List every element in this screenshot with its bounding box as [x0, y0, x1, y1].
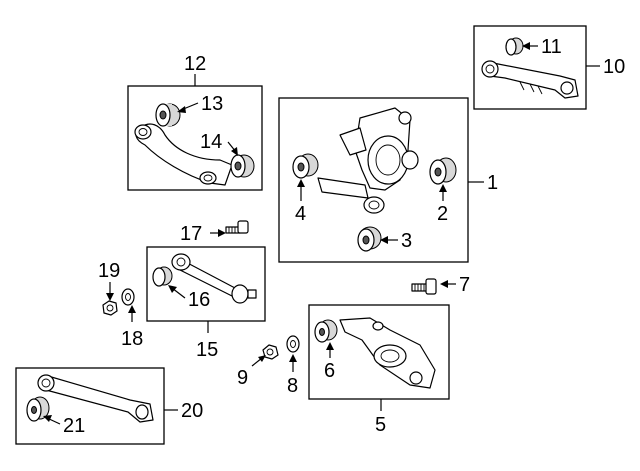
callout-3: 3	[401, 230, 412, 252]
bolt-17	[210, 220, 249, 237]
callout-14: 14	[200, 131, 222, 153]
nut-19	[102, 282, 118, 316]
callout-5: 5	[375, 414, 386, 436]
bushing-11	[505, 37, 524, 56]
trailing-arm	[45, 375, 154, 423]
group-12-upper-control-arm	[127, 74, 263, 191]
group-20-frame	[15, 367, 165, 445]
bushing-4	[292, 153, 319, 179]
callout-8: 8	[287, 375, 298, 397]
group-15-lateral-link	[146, 246, 266, 333]
group-5-frame	[308, 304, 450, 400]
callout-18: 18	[121, 328, 143, 350]
group-5-lower-control-arm	[308, 304, 450, 411]
callout-17: 17	[180, 223, 202, 245]
callout-15: 15	[196, 339, 218, 361]
callout-16: 16	[188, 289, 210, 311]
callout-13: 13	[201, 93, 223, 115]
callout-12: 12	[184, 53, 206, 75]
group-15-frame	[146, 246, 266, 322]
bolt-7	[411, 278, 456, 295]
group-1-frame	[278, 97, 469, 263]
washer-18	[121, 288, 136, 322]
callout-1: 1	[487, 172, 498, 194]
callout-21: 21	[63, 415, 85, 437]
bushing-16	[152, 266, 173, 287]
bushing-2	[429, 157, 457, 185]
callout-2: 2	[437, 203, 448, 225]
bushing-13	[155, 103, 181, 127]
callout-10: 10	[603, 56, 625, 78]
bushing-3	[357, 226, 382, 252]
bushing-14	[230, 154, 255, 178]
nut-9	[251, 344, 279, 367]
group-10-upper-link	[473, 25, 600, 110]
bushing-6	[314, 319, 338, 343]
callout-11: 11	[541, 36, 562, 58]
group-20-trailing-arm	[15, 367, 178, 445]
group-10-frame	[473, 25, 587, 110]
washer-8	[286, 335, 300, 372]
upper-control-arm	[135, 123, 233, 186]
callout-20: 20	[181, 400, 203, 422]
bushing-21	[26, 396, 50, 422]
callout-4: 4	[295, 203, 306, 225]
callout-19: 19	[98, 260, 120, 282]
callout-6: 6	[324, 360, 335, 382]
callout-7: 7	[459, 274, 470, 296]
group-1-knuckle	[278, 97, 484, 263]
upper-link-arm	[487, 61, 579, 99]
callout-9: 9	[237, 367, 248, 389]
